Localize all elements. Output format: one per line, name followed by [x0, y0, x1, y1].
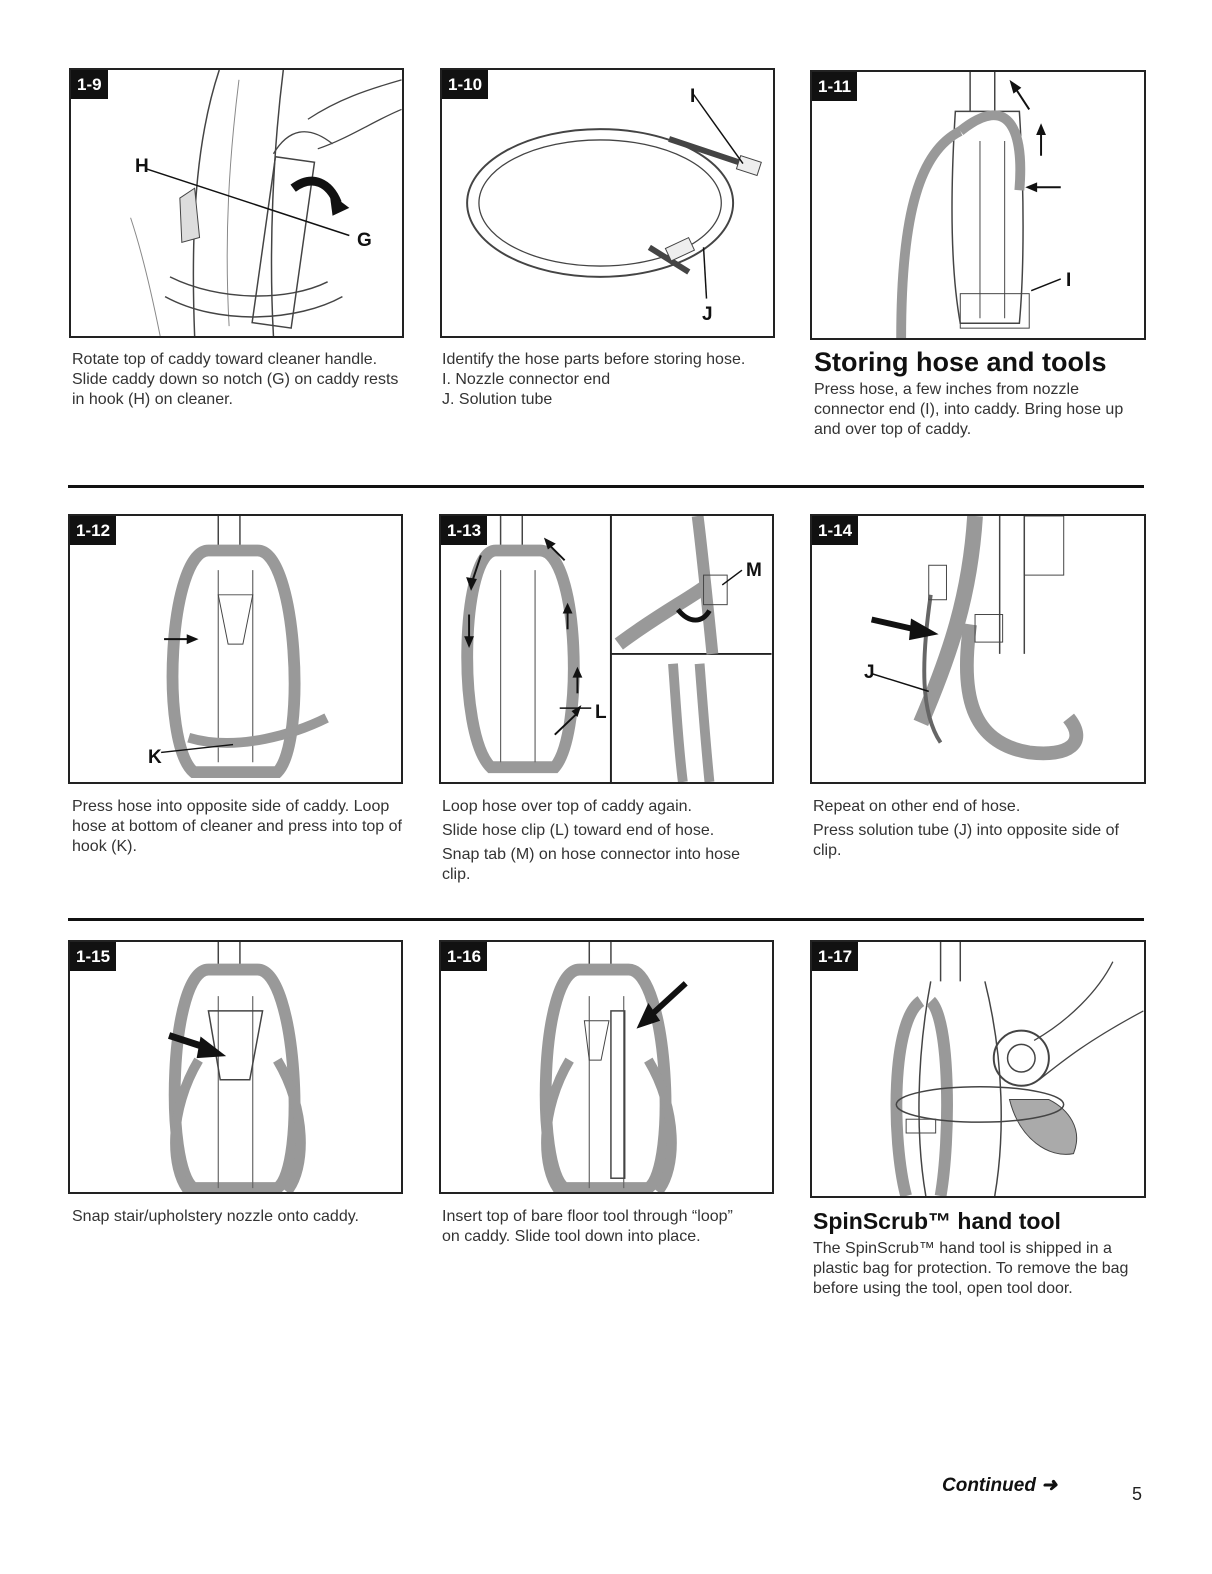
caption-1-17: SpinScrub™ hand tool The SpinScrub™ hand… [813, 1207, 1143, 1303]
caption-1-10: Identify the hose parts before storing h… [442, 350, 762, 410]
caption-1-16: Insert top of bare floor tool through “l… [442, 1207, 752, 1251]
caption-1-13: Loop hose over top of caddy again. Slide… [442, 797, 772, 889]
figure-label: 1-14 [812, 516, 859, 545]
caption-1-14: Repeat on other end of hose. Press solut… [813, 797, 1143, 865]
caption-text: Snap stair/upholstery nozzle onto caddy. [72, 1208, 359, 1225]
caption-text: Press hose, a few inches from nozzle con… [814, 381, 1124, 438]
figure-1-12: 1-12 K [68, 514, 403, 784]
caption-text: Snap tab (M) on hose connector into hose… [442, 846, 740, 883]
caption-1-11: Storing hose and tools Press hose, a few… [814, 348, 1144, 444]
page-number: 5 [1132, 1484, 1143, 1504]
illustration-spinscrub-tool [890, 942, 1144, 1196]
section-heading-storing-hose: Storing hose and tools [814, 347, 1107, 377]
callout-g: G [357, 230, 372, 251]
figure-1-9: 1-9 H G [69, 68, 404, 338]
figure-1-13: 1-13 M L [439, 514, 774, 784]
caption-text: Press solution tube (J) into opposite si… [813, 822, 1119, 859]
callout-j: J [864, 662, 875, 683]
section-divider [68, 918, 1144, 921]
figure-label: 1-10 [442, 70, 489, 99]
section-divider [68, 485, 1144, 488]
caption-text: J. Solution tube [442, 391, 553, 408]
callout-m: M [746, 560, 762, 581]
figure-label: 1-16 [441, 942, 488, 971]
illustration-stair-nozzle [167, 942, 306, 1192]
illustration-caddy-rotate [130, 70, 402, 336]
caption-1-9: Rotate top of caddy toward cleaner handl… [72, 350, 402, 414]
callout-k: K [148, 747, 162, 768]
illustration-hose-parts [466, 94, 762, 299]
caption-text: Loop hose over top of caddy again. [442, 798, 692, 815]
illustration-solution-tube [870, 516, 1084, 761]
section-heading-spinscrub: SpinScrub™ hand tool [813, 1208, 1061, 1234]
caption-text: Press hose into opposite side of caddy. … [72, 798, 402, 855]
figure-label: 1-15 [70, 942, 117, 971]
figure-label: 1-13 [441, 516, 488, 545]
caption-1-12: Press hose into opposite side of caddy. … [72, 797, 402, 861]
callout-i: I [690, 86, 696, 107]
callout-l: L [595, 702, 607, 723]
caption-text: Slide hose clip (L) toward end of hose. [442, 822, 715, 839]
illustration-bare-floor-tool [539, 942, 688, 1192]
caption-text: Repeat on other end of hose. [813, 798, 1021, 815]
callout-i: I [1066, 270, 1072, 291]
figure-1-17: 1-17 [810, 940, 1146, 1198]
figure-1-10: 1-10 I J [440, 68, 775, 338]
illustration-hose-opposite-side [161, 516, 329, 779]
illustration-hose-into-caddy [896, 72, 1062, 338]
figure-1-16: 1-16 [439, 940, 774, 1194]
caption-text: Insert top of bare floor tool through “l… [442, 1208, 733, 1245]
caption-text: Rotate top of caddy toward cleaner handl… [72, 351, 399, 408]
figure-label: 1-11 [812, 72, 858, 101]
callout-h: H [135, 156, 149, 177]
figure-label: 1-12 [70, 516, 117, 545]
figure-1-11: 1-11 I [810, 70, 1146, 340]
figure-1-15: 1-15 [68, 940, 403, 1194]
figure-1-14: 1-14 J [810, 514, 1146, 784]
illustration-hose-clip [461, 516, 772, 782]
caption-text: The SpinScrub™ hand tool is shipped in a… [813, 1240, 1129, 1297]
caption-text: Identify the hose parts before storing h… [442, 351, 746, 368]
caption-1-15: Snap stair/upholstery nozzle onto caddy. [72, 1207, 372, 1231]
figure-label: 1-17 [812, 942, 859, 971]
caption-text: I. Nozzle connector end [442, 371, 611, 388]
figure-label: 1-9 [71, 70, 108, 99]
callout-j: J [702, 304, 713, 325]
continued-label: Continued ➜ [942, 1475, 1058, 1496]
